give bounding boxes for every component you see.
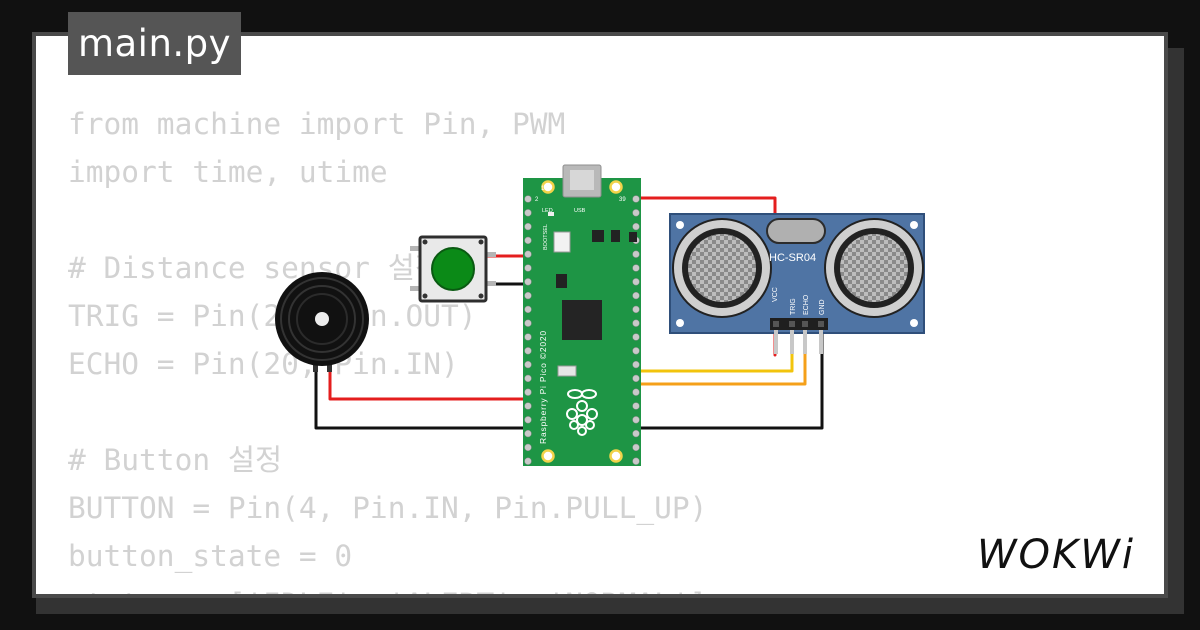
pico-pin-pad[interactable] xyxy=(524,209,532,217)
pico-pin-pad[interactable] xyxy=(524,333,532,341)
pico-pin-pad[interactable] xyxy=(632,278,640,286)
pico-pin-pad[interactable] xyxy=(632,443,640,452)
sensor-pin-echo: ECHO xyxy=(803,294,810,315)
wire-trig xyxy=(626,328,794,373)
pico-pin-pad[interactable] xyxy=(632,360,640,369)
pico-label: Raspberry Pi Pico ©2020 xyxy=(538,330,548,444)
pico-pin-pad[interactable] xyxy=(632,402,640,410)
pico-pin-pad[interactable] xyxy=(632,333,640,341)
pin2-label: 2 xyxy=(535,197,539,203)
pico-pin-pad[interactable] xyxy=(524,374,532,383)
card-bottom-edge xyxy=(32,594,1168,598)
pushbutton[interactable] xyxy=(410,235,496,303)
card-bottom-shadow xyxy=(36,598,1184,614)
pico-pin-pad[interactable] xyxy=(524,195,532,203)
code-line: BUTTON = Pin(4, Pin.IN, Pin.PULL_UP) xyxy=(68,491,708,525)
code-line: # Button 설정 xyxy=(68,443,283,477)
pico-pin-pad[interactable] xyxy=(632,347,640,355)
sensor-pin-trig: TRIG xyxy=(790,298,797,315)
usb-label: USB xyxy=(574,208,586,214)
pico-pin-pad[interactable] xyxy=(632,388,640,396)
pico-pin-pad[interactable] xyxy=(524,416,532,424)
pico-pin-pad[interactable] xyxy=(524,388,532,396)
pico-pin-pad[interactable] xyxy=(524,278,532,286)
pico-pin-pad[interactable] xyxy=(632,250,640,258)
raspberry-logo xyxy=(566,389,598,436)
pico-pin-pad[interactable] xyxy=(524,236,532,245)
pico-pin-pad[interactable] xyxy=(632,305,640,314)
pico-pin-pad[interactable] xyxy=(632,457,640,465)
bootsel-label: BOOTSEL xyxy=(543,224,549,250)
pico-board[interactable]: Raspberry Pi Pico ©2020 BOOTSEL 1 2 39 L… xyxy=(523,164,641,466)
pico-pin-pad[interactable] xyxy=(524,319,532,327)
wire-gnd xyxy=(626,328,824,430)
pico-pin-pad[interactable] xyxy=(524,443,532,452)
brand-name: WOKWi xyxy=(977,532,1135,578)
pico-pin-pad[interactable] xyxy=(632,222,640,231)
wire-buzzer-gnd xyxy=(314,368,530,430)
sensor-pin-gnd: GND xyxy=(819,299,826,315)
pico-pin-pad[interactable] xyxy=(524,264,532,272)
pico-pin-pad[interactable] xyxy=(524,347,532,355)
page-bottom xyxy=(0,614,1200,630)
file-tab[interactable]: main.py xyxy=(68,12,241,75)
pico-pin-pad[interactable] xyxy=(524,402,532,410)
pico-pin-pad[interactable] xyxy=(632,319,640,327)
pico-pin-pad[interactable] xyxy=(524,291,532,300)
pico-pin-pad[interactable] xyxy=(632,209,640,217)
code-line: button_state = 0 xyxy=(68,539,353,573)
pico-pin-pad[interactable] xyxy=(632,416,640,424)
pico-pin-pad[interactable] xyxy=(524,250,532,258)
led-label: LED xyxy=(542,208,553,214)
pico-pin-pad[interactable] xyxy=(632,291,640,300)
pico-pin-pad[interactable] xyxy=(524,360,532,369)
ultrasonic-sensor[interactable]: HC-SR04 VCC TRIG ECHO GND xyxy=(669,213,925,354)
pin39-label: 39 xyxy=(619,197,626,203)
pico-pin-pad[interactable] xyxy=(632,264,640,272)
pico-pin-pad[interactable] xyxy=(524,429,532,438)
wire-echo xyxy=(626,328,807,386)
pico-pin-pad[interactable] xyxy=(524,222,532,231)
pico-pin-pad[interactable] xyxy=(524,457,532,465)
pico-pin-pad[interactable] xyxy=(632,429,640,438)
pico-pin-pad[interactable] xyxy=(632,195,640,203)
buzzer[interactable] xyxy=(275,272,369,372)
sensor-model: HC-SR04 xyxy=(769,252,816,264)
pico-pin-pad[interactable] xyxy=(632,374,640,383)
pin1-label: 1 xyxy=(541,186,545,192)
wire-buzzer-signal xyxy=(328,368,530,401)
sensor-pin-vcc: VCC xyxy=(772,287,779,302)
pico-pin-pad[interactable] xyxy=(524,305,532,314)
code-line: from machine import Pin, PWM xyxy=(68,107,566,141)
wokwi-logo: WOKWi xyxy=(977,532,1135,578)
code-line: import time, utime xyxy=(68,155,388,189)
